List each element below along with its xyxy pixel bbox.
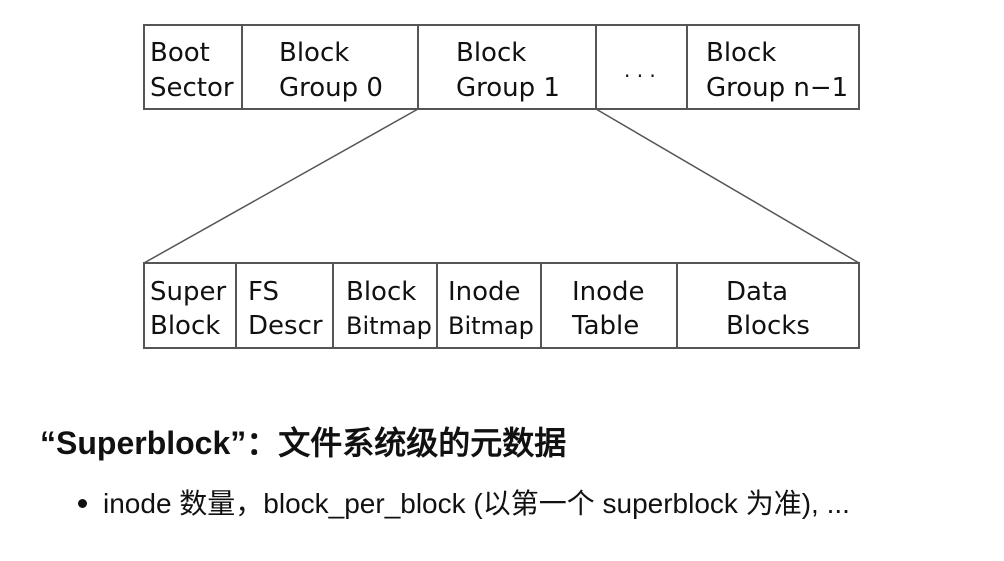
expansion-lines bbox=[143, 108, 860, 264]
block-group-0-label-1: Block bbox=[279, 38, 349, 68]
boot-sector-label-1: Boot bbox=[150, 38, 210, 68]
inode-bitmap-label-2: Bitmap bbox=[448, 312, 534, 340]
block-group-detail-row bbox=[143, 262, 860, 349]
super-block-label-2: Block bbox=[150, 311, 220, 341]
block-group-n-1-label-1: Block bbox=[706, 38, 776, 68]
inode-table-label-1: Inode bbox=[572, 277, 645, 307]
boot-sector-label-2: Sector bbox=[150, 73, 234, 103]
block-group-0-label-2: Group 0 bbox=[279, 73, 383, 103]
filesystem-layout-diagram: Boot Sector Block Group 0 Block Group 1 … bbox=[143, 24, 860, 349]
superblock-heading: “Superblock”：文件系统级的元数据 bbox=[40, 425, 567, 461]
inode-table-label-2: Table bbox=[571, 311, 639, 341]
bullet-item: inode 数量，block_per_block (以第一个 superbloc… bbox=[78, 482, 850, 522]
expansion-line-right bbox=[595, 108, 860, 264]
data-blocks-label-1: Data bbox=[726, 277, 788, 307]
block-group-1-label-2: Group 1 bbox=[456, 73, 560, 103]
fs-descr-label-2: Descr bbox=[248, 311, 323, 341]
fs-descr-label-1: FS bbox=[248, 277, 279, 307]
super-block-label-1: Super bbox=[150, 277, 226, 307]
data-blocks-label-2: Blocks bbox=[726, 311, 810, 341]
data-blocks-cell bbox=[676, 262, 860, 349]
inode-bitmap-label-1: Inode bbox=[448, 277, 521, 307]
disk-layout-row bbox=[143, 24, 860, 110]
expansion-line-left bbox=[143, 108, 419, 264]
block-group-n-1-cell bbox=[686, 24, 860, 110]
ellipsis-label: . . . bbox=[624, 58, 656, 82]
bullet-dot-icon bbox=[78, 499, 87, 509]
block-bitmap-label-2: Bitmap bbox=[346, 312, 432, 340]
block-bitmap-label-1: Block bbox=[346, 277, 416, 307]
bullet-text: inode 数量，block_per_block (以第一个 superbloc… bbox=[103, 488, 850, 519]
block-group-n-1-label-2: Group n−1 bbox=[706, 73, 848, 103]
block-group-1-label-1: Block bbox=[456, 38, 526, 68]
